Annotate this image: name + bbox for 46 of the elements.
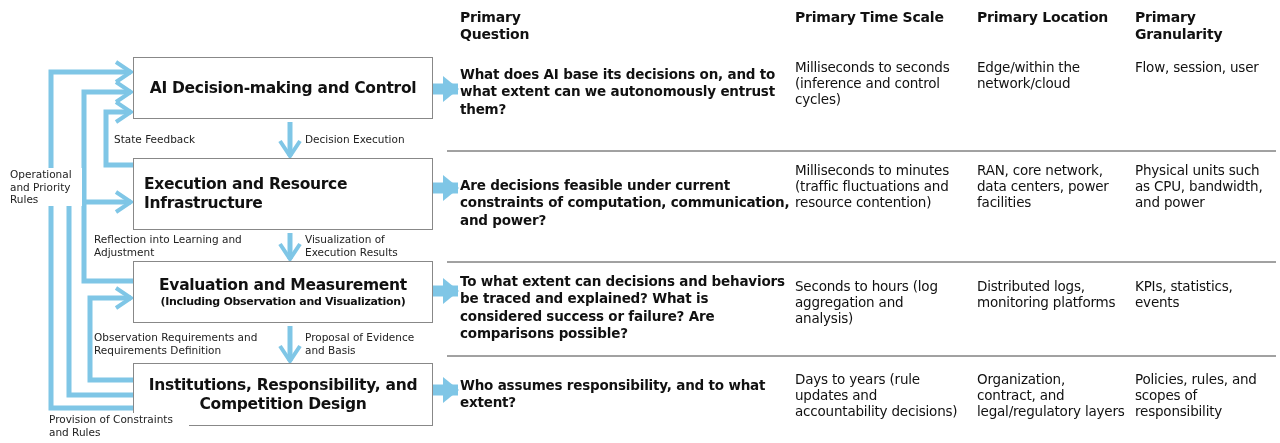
arrow	[87, 286, 133, 383]
table-cell-text: Seconds to hours (log aggregation and analysis)	[795, 279, 939, 327]
arrow	[433, 76, 459, 102]
table-cell-text: Flow, session, user	[1135, 60, 1260, 76]
column-header: Primary Location	[977, 9, 1110, 26]
arrow	[433, 377, 459, 403]
box-subtitle: (Including Observation and Visualization)	[159, 294, 407, 309]
column-header: Primary Question	[460, 9, 531, 43]
edge-label: Operational and Priority Rules	[10, 168, 82, 206]
edge-label: Reflection into Learning and Adjustment	[94, 233, 244, 259]
question-text: What does AI base its decisions on, and to what extent can we autonomously entrust them?	[460, 66, 790, 118]
box-title: Institutions, Responsibility, and Competition Design	[147, 375, 419, 414]
arrow	[433, 278, 459, 304]
question-text: Are decisions feasible under current constraints of computation, communication, and power?	[460, 177, 790, 229]
arrow	[278, 122, 302, 158]
table-cell-text: KPIs, statistics, events	[1135, 279, 1234, 311]
table-cell-text: Days to years (rule updates and accountability decisions)	[795, 372, 959, 420]
arrow	[433, 175, 459, 201]
table-cell-text: Policies, rules, and scopes of responsibility	[1135, 372, 1258, 420]
table-cell-text: Milliseconds to seconds (inference and control cycles)	[795, 60, 951, 108]
column-header: Primary Granularity	[1135, 9, 1224, 43]
column-header: Primary Time Scale	[795, 9, 945, 26]
table-cell-text: Milliseconds to minutes (traffic fluctuations and resource contention)	[795, 163, 950, 211]
edge-label: Proposal of Evidence and Basis	[305, 331, 415, 357]
edge-label: Provision of Constraints and Rules	[49, 413, 189, 439]
box-title: Evaluation and Measurement	[158, 275, 408, 295]
table-cell-text: Organization, contract, and legal/regulatory layers	[977, 372, 1126, 420]
arrow	[278, 326, 302, 363]
process-box	[133, 158, 433, 230]
box-title: AI Decision-making and Control	[148, 78, 418, 98]
question-text: To what extent can decisions and behaviors be traced and explained? What is considered success or failure? Are comparisons possible?	[460, 273, 790, 343]
arrow	[278, 233, 302, 261]
process-box	[133, 57, 433, 119]
process-box	[133, 261, 433, 323]
arrow	[66, 190, 133, 398]
box-title: Execution and Resource Infrastructure	[143, 175, 349, 213]
question-text: Who assumes responsibility, and to what extent?	[460, 377, 780, 412]
arrow	[81, 80, 133, 284]
table-cell-text: Edge/within the network/cloud	[977, 60, 1081, 92]
arrow	[103, 100, 133, 168]
arrow	[48, 60, 133, 411]
table-cell-text: RAN, core network, data centers, power facilities	[977, 163, 1110, 211]
table-cell-text: Distributed logs, monitoring platforms	[977, 279, 1117, 311]
edge-label: Decision Execution	[305, 133, 405, 146]
edge-label: State Feedback	[114, 133, 196, 146]
table-cell-text: Physical units such as CPU, bandwidth, and power	[1135, 163, 1264, 211]
